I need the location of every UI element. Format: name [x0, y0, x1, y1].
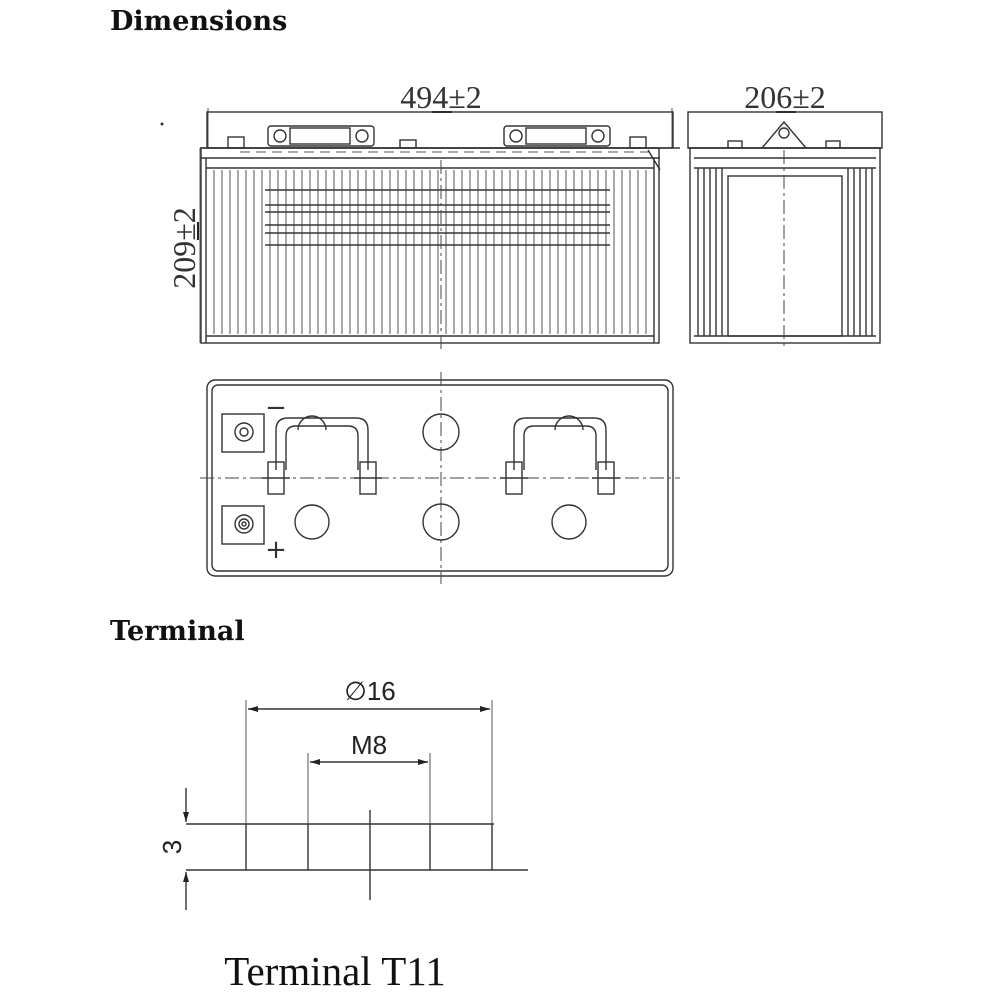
positive-terminal: +	[221, 505, 287, 565]
case-ribs	[213, 170, 647, 334]
terminal-caption: Terminal T11	[224, 948, 445, 994]
positive-symbol: +	[265, 535, 287, 565]
length-dimension-label: 494±2	[400, 79, 482, 115]
terminal-height-label: 3	[157, 840, 187, 854]
front-connector-left	[267, 125, 375, 147]
front-view: 494±2	[160, 79, 680, 350]
vent-cap-icon	[294, 504, 330, 540]
dimensions-heading: Dimensions	[110, 6, 287, 37]
diameter-label: ∅16	[344, 676, 396, 706]
terminal-heading: Terminal	[110, 616, 245, 647]
side-view: 206±2	[687, 79, 883, 350]
vent-cap-icon	[422, 413, 460, 451]
width-dimension-label: 206±2	[744, 79, 826, 115]
vent-cap-icon	[551, 504, 587, 540]
height-dimension-label: 209±2	[166, 207, 202, 289]
terminal-detail: ∅16 M8 3 Terminal T11	[157, 676, 528, 994]
top-connector-left	[262, 417, 382, 495]
vent-cap-icon	[422, 503, 460, 541]
thread-label: M8	[351, 730, 387, 760]
top-view: − +	[200, 372, 680, 584]
negative-symbol: −	[265, 393, 287, 423]
front-connector-right	[503, 125, 611, 147]
negative-terminal: −	[221, 393, 287, 453]
top-connector-right	[500, 417, 620, 495]
